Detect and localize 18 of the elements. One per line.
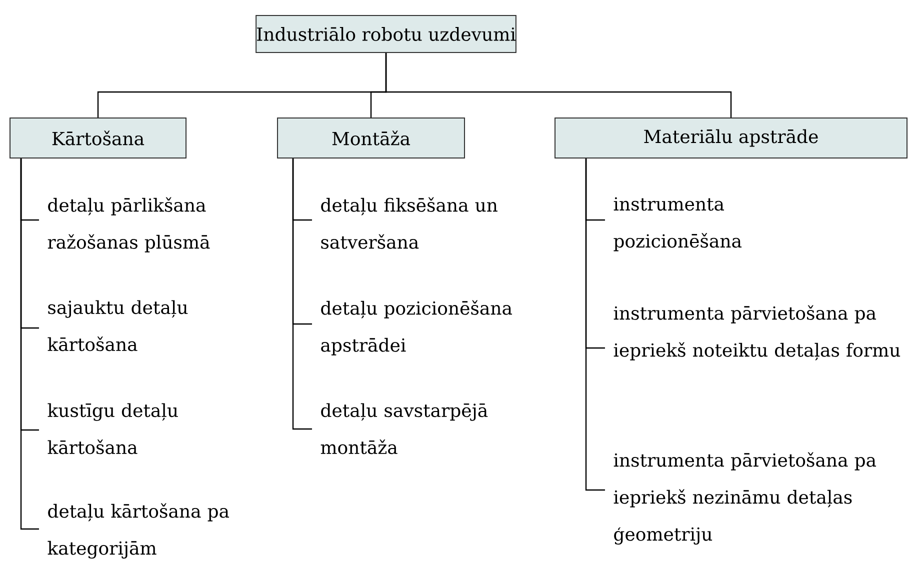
item-text: detaļu pārlikšana ražošanas plūsmā xyxy=(48,197,210,252)
item-text: sajauktu detaļu kārtošana xyxy=(48,300,188,352)
category-box: Materiālu apstrāde xyxy=(554,118,908,158)
item-text: instrumenta pārvietošana pa iepriekš nezināmu detaļas ģeometriju xyxy=(614,452,876,545)
connector-line xyxy=(585,158,605,491)
category-box: Industriālo robotu uzdevumi xyxy=(256,15,516,53)
item-text: detaļu savstarpējā montāža xyxy=(320,403,488,454)
item-text: detaļu pozicionēšana apstrādei xyxy=(321,300,512,356)
item-text: instrumenta pozicionēšana xyxy=(614,197,742,252)
item-text: kustīgu detaļu kārtošana xyxy=(48,403,178,454)
connector-line xyxy=(292,158,312,430)
item-text: instrumenta pārvietošana pa iepriekš noteiktu detaļas formu xyxy=(614,305,900,360)
connector-line xyxy=(385,53,732,118)
connector-line xyxy=(20,158,39,530)
category-box: Kārtošana xyxy=(10,118,186,158)
item-text: detaļu fiksēšana un satveršana xyxy=(321,197,498,249)
category-box: Montāža xyxy=(277,118,465,158)
item-text: detaļu kārtošana pa kategorijām xyxy=(48,503,230,559)
